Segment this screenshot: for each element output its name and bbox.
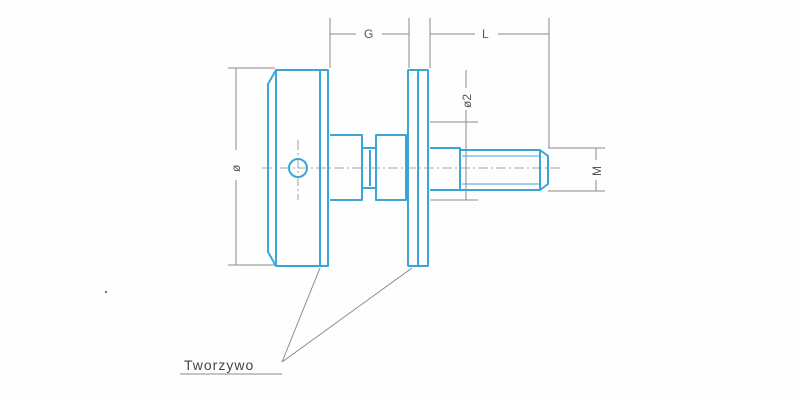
hub-left (330, 134, 363, 201)
dim-label-g: G (364, 27, 373, 41)
leader-line-washer (281, 267, 413, 363)
material-label: Tworzywo (184, 357, 254, 373)
stud-collar (430, 147, 461, 191)
leader-line-knob (281, 267, 321, 363)
center-lines (262, 140, 560, 200)
threaded-stud (460, 149, 549, 191)
dim-label-m: M (590, 166, 604, 176)
hub-neck (362, 147, 376, 189)
stray-mark (104, 290, 108, 294)
dim-label-phi: ø (229, 164, 243, 172)
dim-label-phi2: ø2 (460, 94, 474, 108)
dim-label-l: L (482, 27, 489, 41)
dimension-labels: G L ø ø2 M Tworzywo (184, 27, 604, 373)
dimension-lines (180, 18, 605, 375)
cross-hole (288, 158, 308, 178)
part-outlines (267, 69, 549, 267)
hub-right (375, 134, 407, 201)
